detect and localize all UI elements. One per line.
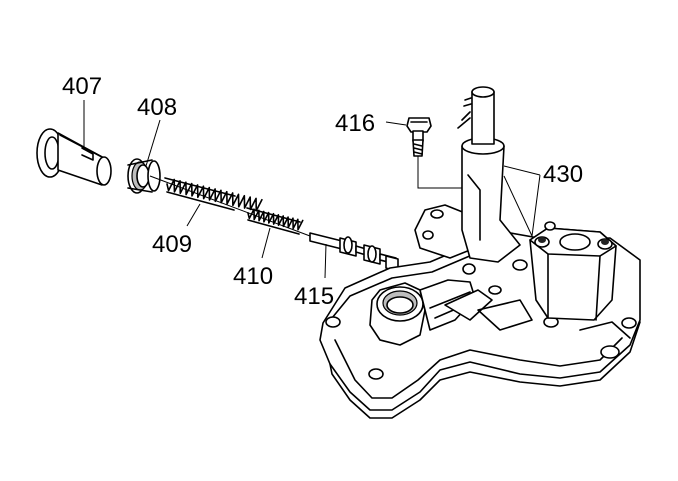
- callout-430: 430: [543, 161, 583, 188]
- part-409-spring: [164, 177, 263, 212]
- part-408-retainer: [127, 158, 161, 194]
- callout-416: 416: [335, 110, 375, 137]
- part-430-housing: [319, 86, 641, 419]
- part-407-sleeve: [36, 128, 112, 186]
- part-410-spring: [246, 207, 304, 235]
- callout-408: 408: [137, 94, 177, 121]
- leader-lines: [83, 100, 541, 279]
- callout-407: 407: [62, 73, 102, 100]
- callout-410: 410: [233, 263, 273, 290]
- callout-labels: 407 408 409 410 415 416 430: [62, 73, 583, 310]
- part-415-valve: [309, 232, 399, 273]
- callout-409: 409: [152, 231, 192, 258]
- callout-415: 415: [294, 283, 334, 310]
